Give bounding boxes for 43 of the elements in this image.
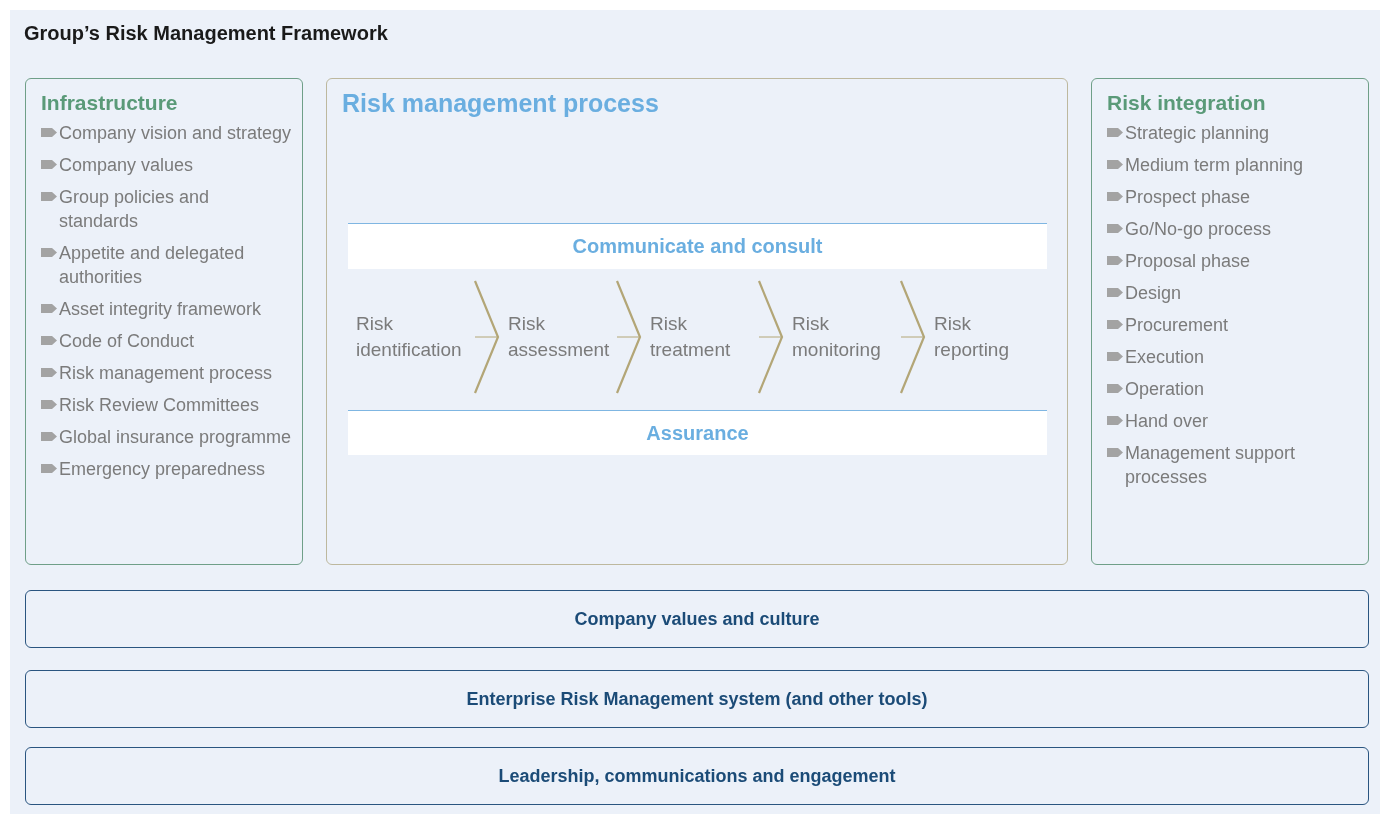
foundation-bar: Leadership, communications and engagement bbox=[25, 747, 1369, 805]
list-panel bbox=[1091, 78, 1369, 565]
list-item: Emergency preparedness bbox=[59, 458, 266, 481]
list-item: Design bbox=[1125, 282, 1182, 305]
framework-title: Group’s Risk Management Framework bbox=[24, 22, 388, 45]
panel-heading: Risk management process bbox=[342, 89, 659, 118]
process-step: Risk monitoring bbox=[782, 281, 901, 393]
framework-panel bbox=[10, 10, 1380, 814]
process-band: Assurance bbox=[348, 410, 1047, 455]
list-item: Company vision and strategy bbox=[59, 122, 292, 145]
list-item: Operation bbox=[1125, 378, 1205, 401]
chevron-arrow bbox=[757, 279, 784, 395]
chevron-arrow bbox=[615, 279, 642, 395]
process-panel bbox=[326, 78, 1068, 565]
list-item: Hand over bbox=[1125, 410, 1209, 433]
list-item: Go/No-go process bbox=[1125, 218, 1272, 241]
list-item: Group policies and standards bbox=[59, 186, 211, 233]
process-step: Risk assessment bbox=[498, 281, 617, 393]
process-step: Risk reporting bbox=[924, 281, 1044, 393]
list-panel bbox=[25, 78, 303, 565]
chevron-arrow bbox=[899, 279, 926, 395]
list-item: Risk management process bbox=[59, 362, 273, 385]
list-item: Strategic planning bbox=[1125, 122, 1270, 145]
list-item: Procurement bbox=[1125, 314, 1229, 337]
list-item: Company values bbox=[59, 154, 194, 177]
panel-heading: Infrastructure bbox=[41, 91, 179, 115]
chevron-arrow bbox=[473, 279, 500, 395]
panel-heading: Risk integration bbox=[1107, 91, 1267, 115]
list-item: Appetite and delegated authorities bbox=[59, 242, 246, 289]
list-item: Management support processes bbox=[1125, 442, 1297, 489]
list-item: Code of Conduct bbox=[59, 330, 195, 353]
foundation-bar: Enterprise Risk Management system (and other tools) bbox=[25, 670, 1369, 728]
list-item: Asset integrity framework bbox=[59, 298, 262, 321]
list-item: Risk Review Committees bbox=[59, 394, 260, 417]
process-step: Risk identification bbox=[346, 281, 475, 393]
list-item: Execution bbox=[1125, 346, 1205, 369]
process-band: Communicate and consult bbox=[348, 223, 1047, 269]
list-item: Proposal phase bbox=[1125, 250, 1251, 273]
foundation-bar: Company values and culture bbox=[25, 590, 1369, 648]
list-item: Global insurance programme bbox=[59, 426, 292, 449]
process-step: Risk treatment bbox=[640, 281, 759, 393]
list-item: Prospect phase bbox=[1125, 186, 1251, 209]
list-item: Medium term planning bbox=[1125, 154, 1304, 177]
